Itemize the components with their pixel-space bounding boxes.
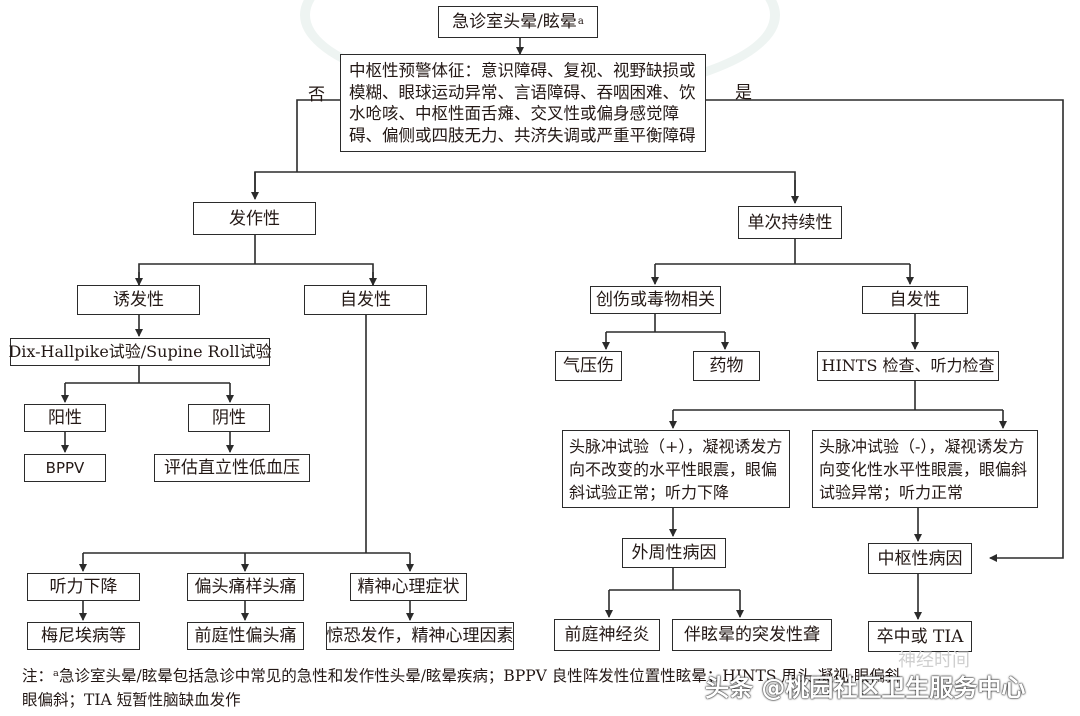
footnote: 注：ᵃ急诊室头晕/眩晕包括急诊中常见的急性和发作性头晕/眩晕疾病；BPPV 良性… <box>22 664 1062 712</box>
node-hints-text: HINTS 检查、听力检查 <box>821 356 995 375</box>
node-vestibular-migraine-text: 前庭性偏头痛 <box>194 626 297 646</box>
node-vestibular-neuritis-text: 前庭神经炎 <box>564 625 650 645</box>
node-single-persistent: 单次持续性 <box>738 206 842 239</box>
footnote-line-2: 眼偏斜；TIA 短暂性脑缺血发作 <box>22 691 241 709</box>
node-drugs: 药物 <box>693 351 760 381</box>
node-meniere: 梅尼埃病等 <box>27 622 140 650</box>
node-drugs-text: 药物 <box>709 356 744 376</box>
node-trauma-toxic: 创伤或毒物相关 <box>590 286 721 314</box>
node-negative-text: 阴性 <box>212 408 246 428</box>
node-meniere-text: 梅尼埃病等 <box>41 626 126 646</box>
node-triggered: 诱发性 <box>77 285 200 315</box>
node-trauma-toxic-text: 创伤或毒物相关 <box>596 290 715 310</box>
node-episodic: 发作性 <box>193 202 316 235</box>
node-psych-text: 精神心理症状 <box>357 577 460 597</box>
edge-label-no: 否 <box>308 85 325 105</box>
node-dix-test: Dix-Hallpike试验/Supine Roll试验 <box>8 338 272 366</box>
node-hints: HINTS 检查、听力检查 <box>817 351 999 381</box>
node-panic-text: 惊恐发作，精神心理因素 <box>326 626 514 646</box>
node-orthostatic-text: 评估直立性低血压 <box>164 458 300 478</box>
node-positive-text: 阳性 <box>48 408 82 428</box>
node-central-cause: 中枢性病因 <box>868 543 972 574</box>
watermark-text: 头条 @桃园社区卫生服务中心 <box>705 674 1026 702</box>
node-spontaneous-left: 自发性 <box>304 285 427 315</box>
node-hit-positive-text: 头脉冲试验（+），凝视诱发方向不改变的水平性眼震，眼偏斜试验正常；听力下降 <box>569 436 783 502</box>
node-sudden-deafness: 伴眩晕的突发性聋 <box>672 619 832 651</box>
node-spontaneous-right: 自发性 <box>862 286 968 314</box>
node-central-signs: 中枢性预警体征：意识障碍、复视、视野缺损或模糊、眼球运动异常、言语障碍、吞咽困难… <box>340 54 706 152</box>
edge-split-top <box>254 171 796 203</box>
footnote-line-1: 注：ᵃ急诊室头晕/眩晕包括急诊中常见的急性和发作性头晕/眩晕疾病；BPPV 良性… <box>22 667 901 685</box>
node-stroke-tia: 卒中或 TIA <box>868 621 972 652</box>
node-barotrauma-text: 气压伤 <box>563 356 614 376</box>
node-stroke-tia-text: 卒中或 TIA <box>876 626 964 647</box>
watermark-logo: 神经时间 <box>898 650 970 671</box>
node-root-text: 急诊室头晕/眩晕 <box>452 12 577 32</box>
node-bppv: BPPV <box>24 454 106 482</box>
node-vestibular-neuritis: 前庭神经炎 <box>554 619 660 651</box>
node-migraine-like: 偏头痛样头痛 <box>187 573 304 601</box>
node-peripheral-text: 外周性病因 <box>631 543 717 563</box>
node-episodic-text: 发作性 <box>229 208 280 229</box>
node-hearing-loss: 听力下降 <box>27 573 140 601</box>
node-hit-positive: 头脉冲试验（+），凝视诱发方向不改变的水平性眼震，眼偏斜试验正常；听力下降 <box>562 430 790 508</box>
node-hearing-loss-text: 听力下降 <box>49 577 118 597</box>
node-hit-negative-text: 头脉冲试验（-），凝视诱发方向变化性水平性眼震，眼偏斜试验异常；听力正常 <box>819 436 1028 502</box>
node-spontaneous-right-text: 自发性 <box>889 290 941 310</box>
edge-no-branch <box>296 99 340 172</box>
node-panic: 惊恐发作，精神心理因素 <box>326 622 514 650</box>
node-central-signs-text: 中枢性预警体征：意识障碍、复视、视野缺损或模糊、眼球运动异常、言语障碍、吞咽困难… <box>349 61 696 145</box>
edge-yes-branch <box>705 99 1064 562</box>
edge-label-yes: 是 <box>735 83 752 103</box>
node-bppv-text: BPPV <box>45 459 85 477</box>
node-spontaneous-left-text: 自发性 <box>340 290 391 310</box>
node-migraine-like-text: 偏头痛样头痛 <box>194 577 297 597</box>
node-single-persistent-text: 单次持续性 <box>747 212 833 233</box>
node-psych: 精神心理症状 <box>350 573 467 601</box>
node-orthostatic: 评估直立性低血压 <box>154 454 310 482</box>
node-hit-negative: 头脉冲试验（-），凝视诱发方向变化性水平性眼震，眼偏斜试验异常；听力正常 <box>812 430 1038 508</box>
footnote-marker: a <box>577 16 584 27</box>
node-triggered-text: 诱发性 <box>113 290 164 310</box>
node-barotrauma: 气压伤 <box>555 351 622 381</box>
node-positive: 阳性 <box>24 404 106 432</box>
node-vestibular-migraine: 前庭性偏头痛 <box>187 622 304 650</box>
node-negative: 阴性 <box>188 404 270 432</box>
node-dix-test-text: Dix-Hallpike试验/Supine Roll试验 <box>8 342 272 361</box>
node-central-cause-text: 中枢性病因 <box>877 548 963 569</box>
node-sudden-deafness-text: 伴眩晕的突发性聋 <box>684 625 820 645</box>
node-peripheral: 外周性病因 <box>622 538 726 568</box>
